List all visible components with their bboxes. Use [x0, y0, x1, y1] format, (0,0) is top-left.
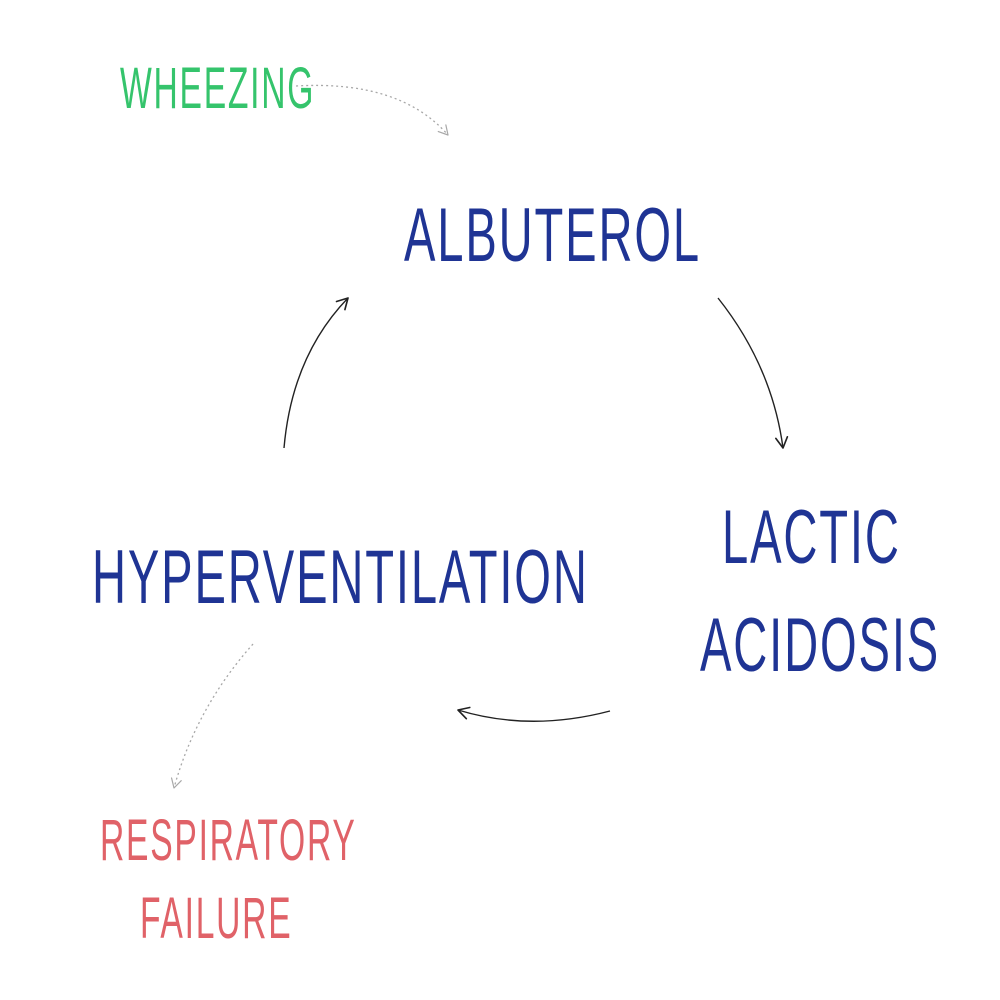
arrow-wheezing-to-albuterol [295, 84, 449, 136]
trigger-label-wheezing: Wheezing [120, 56, 316, 121]
node-lactic-acidosis-line-1: Lactic [722, 495, 901, 580]
node-hyperventilation: Hyperventilation [92, 535, 589, 620]
node-albuterol: Albuterol [404, 193, 701, 278]
node-lactic-acidosis-line-2: acidosis [700, 603, 941, 688]
outcome-label-respiratory-failure-line-2: failure [140, 886, 293, 951]
outcome-label-respiratory-failure-line-1: Respiratory [100, 808, 357, 873]
arrow-lactic-acidosis-to-hyperventilation [457, 706, 611, 722]
arrow-albuterol-to-lactic-acidosis [717, 297, 789, 449]
arrow-hyperventilation-to-albuterol [283, 297, 349, 449]
arrow-hyperventilation-to-respiratory-failure [170, 643, 254, 789]
